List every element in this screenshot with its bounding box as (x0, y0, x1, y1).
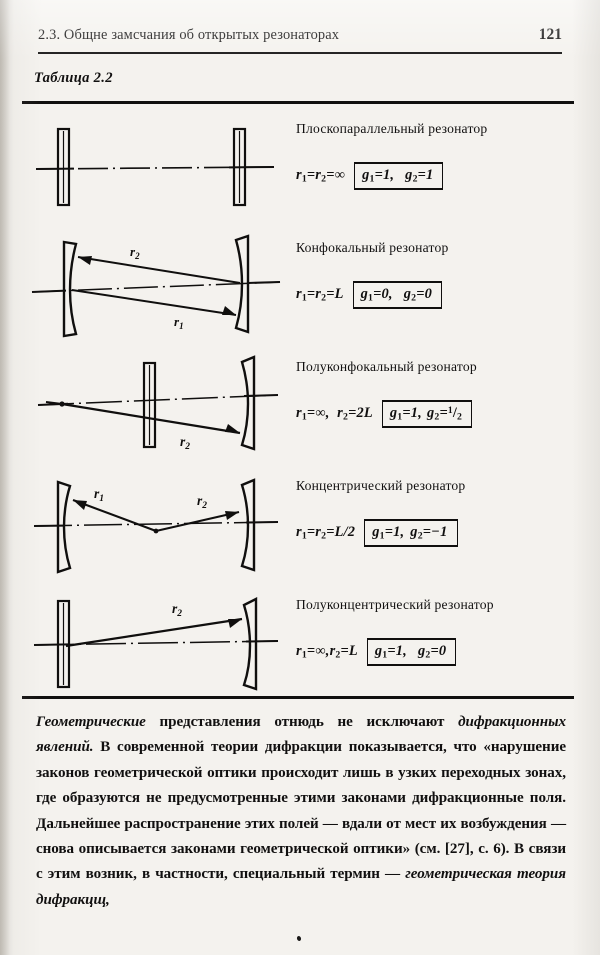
label-r1: r1 (94, 486, 104, 504)
g-parameter-box: g1=1, g2=−1 (364, 518, 458, 548)
radius-expression: r1=r2=∞ (296, 167, 346, 185)
label-r2: r2 (172, 601, 182, 619)
g1-value: g1=1, (362, 166, 395, 185)
g1-value: g1=1, (374, 642, 407, 661)
g1-value: g1=0, (360, 285, 393, 304)
g1-value: g1=1, (389, 404, 422, 423)
resonator-name: Полуконфокальный резонатор (296, 359, 477, 374)
resonator-formula: r1=r2=L g1=0, g2=0 (296, 278, 442, 312)
g-parameter-box: g1=1,g2=1/2 (381, 399, 473, 429)
resonator-formula: r1=∞,r2=L g1=1, g2=0 (296, 635, 457, 669)
resonator-diagram-plane-parallel (22, 107, 290, 226)
g-parameter-box: g1=1, g2=1 (354, 161, 444, 191)
table-row: r1 r2 Концентрический резонатор r1=r2=L/… (22, 464, 574, 583)
resonator-name: Концентрический резонатор (296, 478, 466, 493)
table-row: r2 Полуконфокальный резонатор r1=∞, r2=2… (22, 345, 574, 464)
body-paragraph: Геометрические представления отнюдь не и… (36, 710, 566, 913)
page-number: 121 (538, 26, 562, 43)
resonator-diagram-semiconcentric: r2 (22, 583, 290, 702)
radius-expression: r1=r2=L (296, 286, 344, 304)
emphasised-term: Геометрические (36, 714, 146, 730)
g1-value: g1=1, (372, 523, 405, 542)
body-text-run: представления отнюдь не исключают (145, 714, 459, 730)
resonator-name: Конфокальный резонатор (296, 240, 449, 255)
table-row: r2 Полуконцентрический резонатор r1=∞,r2… (22, 583, 574, 702)
table-caption: Таблица 2.2 (34, 70, 113, 86)
label-r2: r2 (180, 434, 190, 452)
resonator-description: Полуконцентрический резонатор r1=∞,r2=L … (294, 583, 574, 702)
g2-value: g2=1 (405, 166, 434, 185)
g-parameter-box: g1=0, g2=0 (352, 280, 442, 310)
resonator-formula: r1=∞, r2=2L g1=1,g2=1/2 (296, 397, 473, 431)
resonator-description: Полуконфокальный резонатор r1=∞, r2=2L g… (294, 345, 574, 464)
resonator-diagram-confocal: r2 r1 (22, 226, 290, 345)
radius-expression: r1=r2=L/2 (296, 524, 356, 542)
running-head-title: 2.3. Общне замсчания об открытых резонат… (38, 27, 340, 43)
resonator-diagram-semiconfocal: r2 (22, 345, 290, 464)
resonator-name: Полуконцентрический резонатор (296, 597, 494, 612)
table-top-rule (22, 101, 574, 104)
page-edge-shadow (0, 0, 10, 955)
g2-value: g2=0 (403, 285, 432, 304)
body-text-run: В современной теории дифракции показывае… (36, 739, 566, 883)
ink-speck (296, 935, 302, 942)
running-head: 2.3. Общне замсчания об открытых резонат… (38, 26, 562, 44)
resonator-description: Плоскопараллельный резонатор r1=r2=∞ g1=… (294, 107, 574, 226)
table-row: Плоскопараллельный резонатор r1=r2=∞ g1=… (22, 107, 574, 226)
resonator-formula: r1=r2=L/2 g1=1, g2=−1 (296, 516, 458, 550)
resonator-formula: r1=r2=∞ g1=1, g2=1 (296, 159, 444, 193)
header-rule (38, 52, 562, 55)
table-bottom-rule (22, 696, 574, 699)
radius-expression: r1=∞,r2=L (296, 643, 358, 661)
emphasised-term: дифракционных явлений. (36, 714, 566, 756)
resonator-name: Плоскопараллельный резонатор (296, 121, 488, 136)
table-row: r2 r1 Конфокальный резонатор r1=r2=L g1=… (22, 226, 574, 345)
label-r2: r2 (197, 493, 207, 511)
label-r1: r1 (174, 314, 184, 331)
g2-value: g2=0 (417, 642, 447, 661)
label-r2: r2 (130, 244, 140, 261)
resonator-diagram-concentric: r1 r2 (22, 464, 290, 583)
g2-value: g2=1/2 (426, 404, 463, 423)
g-parameter-box: g1=1, g2=0 (366, 637, 457, 667)
resonator-description: Концентрический резонатор r1=r2=L/2 g1=1… (294, 464, 574, 583)
radius-expression: r1=∞, r2=2L (296, 405, 373, 423)
resonator-description: Конфокальный резонатор r1=r2=L g1=0, g2=0 (294, 226, 574, 345)
emphasised-term: геометрическая теория дифракцщ, (36, 866, 566, 908)
g2-value: g2=−1 (410, 523, 448, 542)
